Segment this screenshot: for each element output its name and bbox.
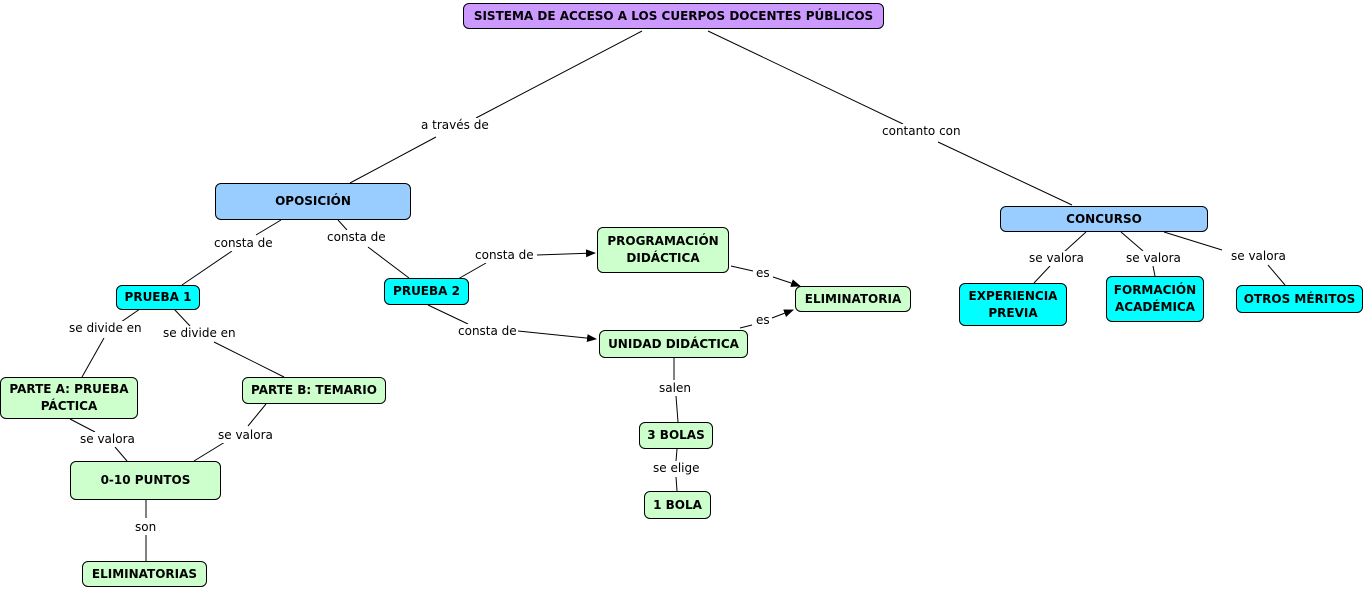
link-oposicion-to-label	[337, 219, 348, 231]
link-label-se-valora: se valora	[79, 432, 136, 447]
link-label-se-divide-en: se divide en	[162, 326, 237, 341]
link-label-to-prueba2	[367, 246, 410, 279]
concept-label: UNIDAD DIDÁCTICA	[608, 336, 739, 351]
link-label-to-prueba1	[181, 250, 233, 286]
link-prueba1-to-label	[173, 308, 191, 327]
link-label-to-una-bola	[675, 476, 678, 492]
link-title-to-label	[475, 30, 643, 119]
concept-eliminatorias[interactable]: ELIMINATORIAS	[82, 561, 207, 587]
concept-prueba-1[interactable]: PRUEBA 1	[116, 285, 200, 310]
concept-label: EXPERIENCIA PREVIA	[968, 288, 1058, 320]
link-programacion-to-label	[730, 265, 754, 272]
concept-label: PRUEBA 2	[393, 284, 460, 298]
link-label-to-experiencia	[1033, 265, 1051, 284]
link-label-es: es	[755, 266, 771, 281]
concept-prueba-2[interactable]: PRUEBA 2	[384, 278, 469, 305]
concept-label: OTROS MÉRITOS	[1243, 291, 1356, 306]
concept-puntos[interactable]: 0-10 PUNTOS	[70, 461, 221, 500]
link-label-consta-de: consta de	[326, 230, 387, 245]
link-label-se-elige: se elige	[652, 461, 701, 476]
concept-oposicion[interactable]: OPOSICIÓN	[215, 183, 411, 220]
link-label-to-concurso	[937, 141, 1073, 206]
link-label-es: es	[755, 313, 771, 328]
concept-experiencia-previa[interactable]: EXPERIENCIA PREVIA	[959, 283, 1067, 326]
link-parte-b-to-label	[247, 403, 267, 427]
concept-label: 1 BOLA	[653, 497, 702, 512]
link-label-to-oposicion	[349, 136, 437, 184]
link-label-consta-de: consta de	[213, 236, 274, 251]
concept-eliminatoria[interactable]: ELIMINATORIA	[795, 286, 911, 312]
concept-label: PROGRAMACIÓN DIDÁCTICA	[607, 234, 719, 265]
concept-parte-a[interactable]: PARTE A: PRUEBA PÁCTICA	[0, 377, 138, 419]
concept-label: CONCURSO	[1066, 211, 1142, 226]
link-concurso-to-label	[1163, 231, 1223, 251]
concept-label: PARTE A: PRUEBA PÁCTICA	[9, 382, 129, 413]
concept-label: SISTEMA DE ACCESO A LOS CUERPOS DOCENTES…	[473, 8, 874, 23]
link-label-se-valora: se valora	[1230, 249, 1287, 264]
concept-una-bola[interactable]: 1 BOLA	[644, 491, 711, 519]
link-label-to-unidad	[517, 330, 597, 343]
link-label-se-valora: se valora	[1028, 251, 1085, 266]
link-label-se-valora: se valora	[1125, 251, 1182, 266]
concept-label: PRUEBA 1	[124, 290, 192, 304]
concept-label: ELIMINATORIA	[804, 291, 902, 306]
link-label-salen: salen	[658, 381, 692, 396]
link-label-a-traves-de: a través de	[420, 118, 490, 133]
link-label-to-eliminatoria	[772, 276, 801, 287]
link-concurso-to-label	[1063, 231, 1087, 253]
link-unidad-to-label	[739, 324, 753, 329]
concept-concurso[interactable]: CONCURSO	[1000, 206, 1208, 232]
concept-label: ELIMINATORIAS	[91, 566, 198, 581]
concept-programacion-didactica[interactable]: PROGRAMACIÓN DIDÁCTICA	[597, 227, 729, 273]
link-prueba1-to-label	[120, 308, 141, 323]
link-label-to-parte-a	[81, 337, 105, 378]
link-label-to-programacion	[536, 249, 596, 258]
link-label-consta-de: consta de	[457, 324, 518, 339]
link-label-se-divide-en: se divide en	[68, 321, 143, 336]
link-label-to-tres-bolas	[675, 395, 679, 423]
link-title-to-label	[707, 30, 904, 125]
link-label-contanto-con: contanto con	[881, 124, 962, 139]
concept-label: 0-10 PUNTOS	[100, 473, 191, 487]
link-prueba2-to-label	[457, 262, 487, 280]
link-label-to-puntos	[114, 446, 128, 462]
concept-unidad-didactica[interactable]: UNIDAD DIDÁCTICA	[599, 330, 748, 358]
link-label-to-puntos	[193, 441, 226, 462]
link-prueba2-to-label	[427, 304, 469, 325]
link-label-consta-de: consta de	[474, 248, 535, 263]
link-label-se-valora: se valora	[217, 428, 274, 443]
concept-title[interactable]: SISTEMA DE ACCESO A LOS CUERPOS DOCENTES…	[463, 3, 884, 29]
link-label-to-formacion	[1152, 265, 1156, 277]
link-concurso-to-label	[1120, 231, 1144, 252]
link-label-to-otros	[1267, 264, 1286, 286]
link-label-to-parte-b	[213, 341, 285, 378]
concept-parte-b[interactable]: PARTE B: TEMARIO	[242, 377, 386, 404]
link-oposicion-to-label	[255, 219, 282, 236]
concept-label: 3 BOLAS	[647, 428, 705, 442]
concept-label: FORMACIÓN ACADÉMICA	[1113, 283, 1197, 314]
concept-label: PARTE B: TEMARIO	[251, 383, 377, 397]
link-tres-bolas-to-label	[675, 448, 678, 462]
concept-tres-bolas[interactable]: 3 BOLAS	[639, 422, 713, 449]
link-parte-a-to-label	[69, 418, 96, 433]
concept-otros-meritos[interactable]: OTROS MÉRITOS	[1236, 285, 1363, 313]
concept-label: OPOSICIÓN	[275, 194, 351, 208]
concept-formacion-academica[interactable]: FORMACIÓN ACADÉMICA	[1106, 276, 1204, 322]
link-label-son: son	[134, 520, 158, 535]
link-label-to-eliminatoria	[771, 309, 794, 319]
